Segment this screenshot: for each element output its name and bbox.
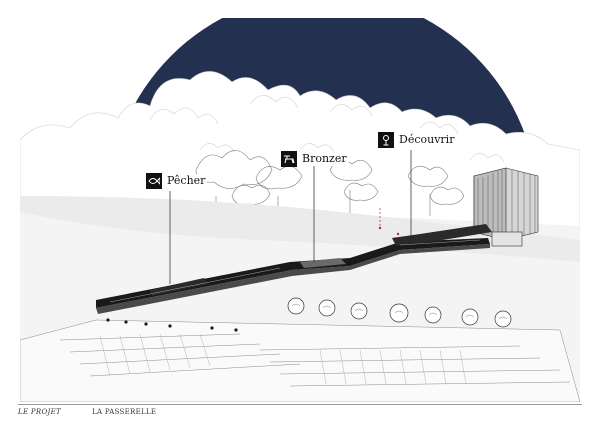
footer-divider [18, 404, 582, 405]
callout-label-pecher: Pêcher [165, 174, 208, 188]
deckchair-icon [281, 151, 297, 167]
tree-row [287, 297, 512, 328]
tower-building [473, 167, 539, 247]
callout-pecher: Pêcher [146, 173, 208, 189]
callout-label-bronzer: Bronzer [300, 152, 349, 166]
plant-icon [378, 132, 394, 148]
callout-leaders [169, 150, 412, 284]
parking-lots [20, 319, 580, 402]
callout-label-decouvrir: Découvrir [397, 133, 457, 147]
callout-bronzer: Bronzer [281, 151, 349, 167]
footer-section: LE PROJET [18, 408, 61, 416]
fish-icon [146, 173, 162, 189]
footer-title: LA PASSERELLE [92, 408, 157, 416]
callout-decouvrir: Découvrir [378, 132, 457, 148]
footbridge [96, 224, 492, 332]
tree-canopy [20, 71, 580, 231]
